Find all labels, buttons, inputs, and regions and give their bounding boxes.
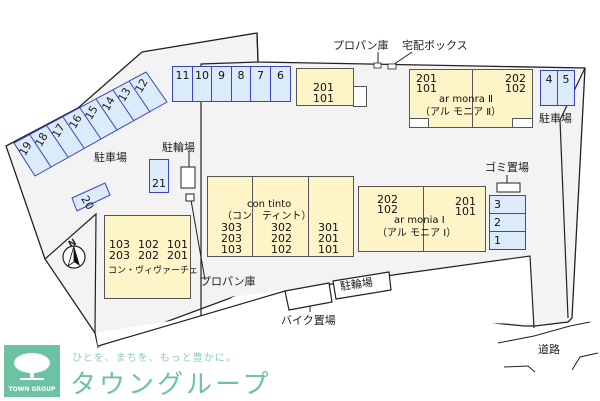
building-name-en: con tinto [247,199,292,210]
building-con-vivace: 103 102 101 203 202 201 コン・ヴィヴァーチェ [104,215,198,299]
building-small-annex [353,86,367,107]
garbage-label: ゴミ置場 [485,161,529,174]
room-301: 301 [318,221,339,234]
parking-slot-7: 7 [250,66,271,102]
parking-slot-2: 2 [489,213,526,232]
parking-strip-diagonal [13,71,168,177]
room-102: 102 [377,203,398,216]
room-201: 201 [167,249,188,262]
room-103: 103 [109,238,130,251]
building-name-en: ar monia Ⅰ [394,215,445,226]
delivery-box-label: 宅配ボックス [402,39,468,52]
parking-slot-21: 21 [149,159,169,193]
building-ar-monia-1: 202 102 201 101 ar monia Ⅰ （アル モニア Ⅰ） [358,186,486,252]
room-302: 302 [271,221,292,234]
room-203: 203 [221,232,242,245]
building-name-jp: （アル モニア Ⅱ） [420,107,502,118]
parking-slot-10: 10 [192,66,212,102]
room-303: 303 [221,221,242,234]
room-102: 102 [271,243,292,256]
ar-monra-2-porch [409,118,429,128]
room-102: 102 [505,82,526,95]
room-201: 201 [318,232,339,245]
room-201: 201 [313,81,334,94]
building-name: コン・ヴィヴァーチェ [108,266,199,276]
tree-icon [14,353,50,380]
room-203: 203 [109,249,130,262]
room-101: 101 [318,243,339,256]
building-name-en: ar monra Ⅱ [439,94,493,105]
room-201: 201 [455,195,476,208]
building-name-jp: （コン ティント） [222,211,312,222]
building-small: 201 101 [296,68,354,106]
bike-parking-label: バイク置場 [281,314,336,327]
parking-label-left: 駐車場 [94,151,127,164]
building-con-tinto: con tinto （コン ティント） 303 203 103 302 202 … [207,176,354,257]
room-101: 101 [313,92,334,105]
parking-label-right: 駐車場 [539,112,572,125]
parking-slot-5: 5 [557,70,575,106]
ar-monra-2-porch [512,118,533,128]
parking-slot-1: 1 [489,231,526,250]
parking-slot-4: 4 [540,70,558,106]
brand-name: タウングループ [70,370,272,400]
room-202: 202 [271,232,292,245]
parking-slot-11: 11 [172,66,193,102]
north-compass-icon [62,245,86,269]
room-101: 101 [416,82,437,95]
parking-slot-3: 3 [489,195,526,214]
slogan: ひとを、まちを、もっと豊かに。 [72,353,237,364]
room-103: 103 [221,243,242,256]
logo-caption: TOWN GROUP [8,386,56,393]
propane-label-left: プロパン庫 [200,275,256,288]
parking-slot-8: 8 [231,66,251,102]
room-101: 101 [167,238,188,251]
parking-slot-9: 9 [211,66,232,102]
building-name-jp: （アル モニア Ⅰ） [377,228,457,239]
room-202: 202 [505,72,526,85]
road-label: 道路 [538,343,560,356]
propane-label-top: プロパン庫 [333,39,389,52]
parking-slot-6: 6 [270,66,291,102]
room-202: 202 [138,249,159,262]
room-101: 101 [455,205,476,218]
room-201: 201 [416,72,437,85]
room-102: 102 [138,238,159,251]
room-202: 202 [377,193,398,206]
bicycle-label-left: 駐輪場 [162,141,195,154]
town-group-logo: TOWN GROUP [4,345,60,397]
